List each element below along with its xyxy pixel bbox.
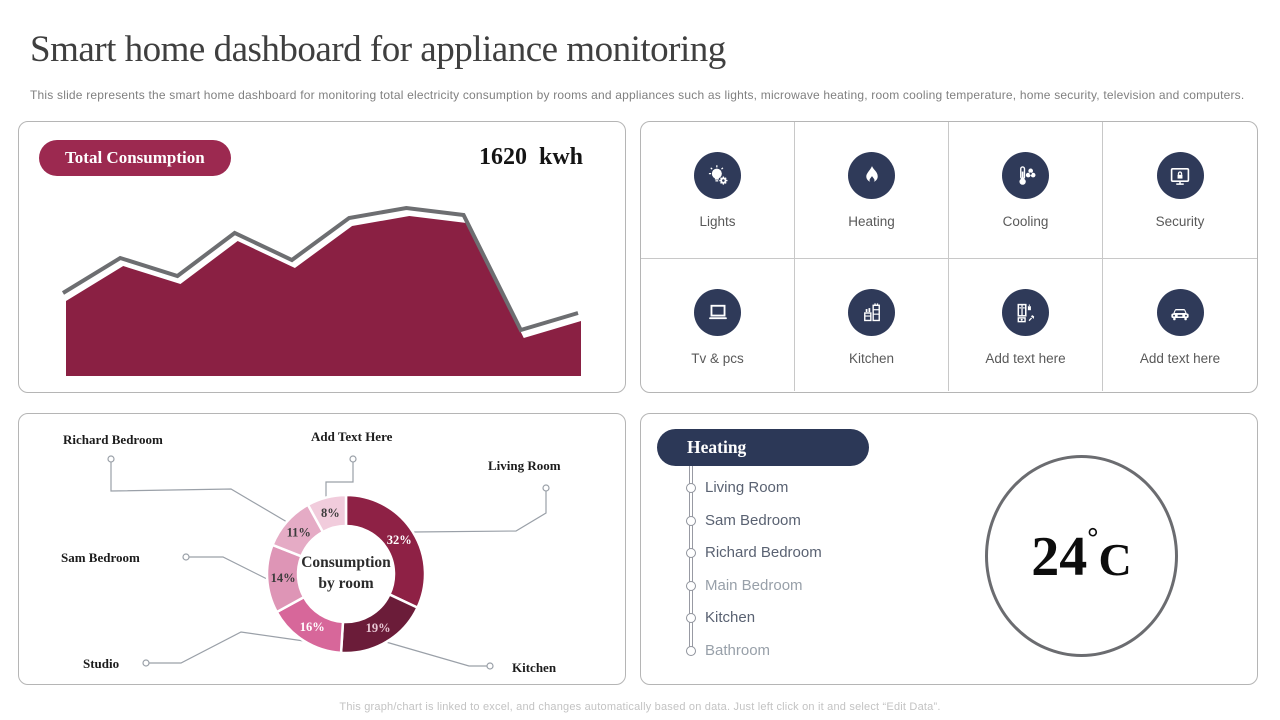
heating-badge-label: Heating	[687, 437, 747, 457]
flame-icon	[848, 152, 895, 199]
donut-leader-marker	[182, 553, 190, 561]
degree-symbol: °	[1087, 523, 1099, 554]
donut-center-line2: by room	[318, 574, 374, 592]
heating-room-sam-bedroom: Sam Bedroom	[705, 512, 801, 529]
consumption-by-room-donut-chart[interactable]: 32% 19% 16% 14% 11% 8%	[19, 414, 627, 686]
donut-leader-marker	[542, 484, 550, 492]
total-consumption-area-chart[interactable]	[19, 122, 627, 394]
consumption-by-room-panel: 32% 19% 16% 14% 11% 8% Consumption by room Li…	[18, 413, 626, 685]
laptop-icon	[694, 289, 741, 336]
appliance-cell-security-3[interactable]: Security	[1103, 122, 1257, 259]
appliance-cell-heating-1[interactable]: Heating	[795, 122, 949, 259]
heating-badge: Heating	[657, 429, 869, 466]
room-dot	[686, 580, 696, 591]
appliance-cell-add-text-here-6[interactable]: Add text here	[949, 259, 1103, 391]
appliance-cell-kitchen-5[interactable]: Kitchen	[795, 259, 949, 391]
kwh-number: 1620	[478, 144, 527, 170]
donut-leader-marker	[142, 659, 150, 667]
donut-leader-line	[412, 488, 547, 533]
donut-leader-line	[110, 459, 288, 523]
donut-slice-percent: 14%	[271, 571, 296, 585]
donut-leader-marker	[349, 455, 357, 463]
thermostat-temperature: 24°C	[1031, 523, 1131, 589]
appliance-grid: Lights Heating Cooling Security Tv & pcs Kitc…	[641, 122, 1257, 392]
donut-slice-percent: 16%	[300, 620, 325, 634]
room-dot	[686, 612, 696, 623]
heating-timeline	[689, 466, 693, 652]
page-title: Smart home dashboard for appliance monit…	[30, 29, 726, 70]
car-icon	[1156, 289, 1204, 336]
donut-slice-percent: 32%	[387, 533, 412, 547]
donut-leader-line	[325, 459, 354, 498]
appliances-panel: Lights Heating Cooling Security Tv & pcs Kitc…	[640, 121, 1258, 393]
appliance-cell-cooling-2[interactable]: Cooling	[949, 122, 1103, 259]
donut-slice-label-sam-bedroom: Sam Bedroom	[61, 550, 140, 565]
heating-room-living-room: Living Room	[705, 479, 789, 496]
donut-slice-label-living-room: Living Room	[488, 458, 561, 473]
appliance-label: Security	[1155, 214, 1205, 229]
donut-leader-marker	[107, 455, 115, 463]
total-consumption-value: 1620 kwh	[479, 144, 583, 171]
donut-slice-add-text-here[interactable]	[306, 493, 348, 534]
donut-leader-line	[186, 556, 268, 580]
appliance-label: Heating	[848, 214, 895, 229]
donut-slice-percent: 11%	[287, 525, 311, 539]
appliance-cell-lights-0[interactable]: Lights	[641, 122, 795, 259]
total-consumption-panel: Total Consumption 1620 kwh	[18, 121, 626, 393]
area-series-outline	[61, 205, 579, 333]
heating-room-bathroom: Bathroom	[705, 642, 771, 659]
thermometer-fan-icon	[1002, 152, 1049, 199]
donut-slice-living-room[interactable]	[344, 493, 427, 609]
furniture-icon	[1002, 289, 1049, 336]
total-consumption-badge: Total Consumption	[39, 140, 231, 176]
heating-room-kitchen: Kitchen	[705, 609, 756, 626]
room-dot	[686, 547, 696, 558]
donut-slice-label-studio: Studio	[83, 656, 120, 671]
appliance-label: Kitchen	[848, 351, 895, 366]
appliance-label: Cooling	[1002, 214, 1049, 229]
heating-room-richard-bedroom: Richard Bedroom	[705, 544, 822, 561]
temperature-value: 24	[1031, 526, 1088, 588]
room-dot	[686, 482, 696, 493]
appliance-cell-tv-pcs-4[interactable]: Tv & pcs	[641, 259, 795, 391]
monitor-lock-icon	[1156, 152, 1204, 199]
donut-slice-label-richard-bedroom: Richard Bedroom	[63, 432, 163, 447]
donut-center-label: Consumption by room	[276, 553, 416, 595]
appliance-cell-add-text-here-7[interactable]: Add text here	[1103, 259, 1257, 391]
total-consumption-badge-label: Total Consumption	[65, 148, 205, 167]
lightbulb-gear-icon	[694, 152, 741, 199]
appliance-label: Tv & pcs	[691, 351, 744, 366]
area-series-fill	[66, 216, 581, 376]
appliance-label: Lights	[699, 214, 736, 229]
donut-slice-label-kitchen: Kitchen	[512, 660, 557, 675]
room-dot	[686, 645, 696, 656]
donut-slice-percent: 19%	[366, 621, 391, 635]
thermostat-dial: 24°C	[985, 455, 1178, 657]
appliance-label: Add text here	[985, 351, 1066, 366]
slide-subtitle: This slide represents the smart home das…	[30, 88, 1245, 102]
donut-slice-label-add-text-here: Add Text Here	[311, 429, 393, 444]
kwh-unit: kwh	[538, 144, 583, 170]
donut-slice-percent: 8%	[321, 506, 340, 520]
donut-leader-line	[385, 641, 490, 667]
donut-leader-line	[146, 631, 305, 664]
footer-note: This graph/chart is linked to excel, and…	[339, 701, 941, 713]
heating-room-main-bedroom: Main Bedroom	[705, 577, 803, 594]
room-dot	[686, 515, 696, 526]
appliance-label: Add text here	[1139, 351, 1221, 366]
donut-leader-marker	[486, 662, 494, 670]
kitchen-appliances-icon	[848, 289, 895, 336]
donut-center-line1: Consumption	[301, 554, 391, 571]
temperature-unit: C	[1098, 534, 1132, 585]
